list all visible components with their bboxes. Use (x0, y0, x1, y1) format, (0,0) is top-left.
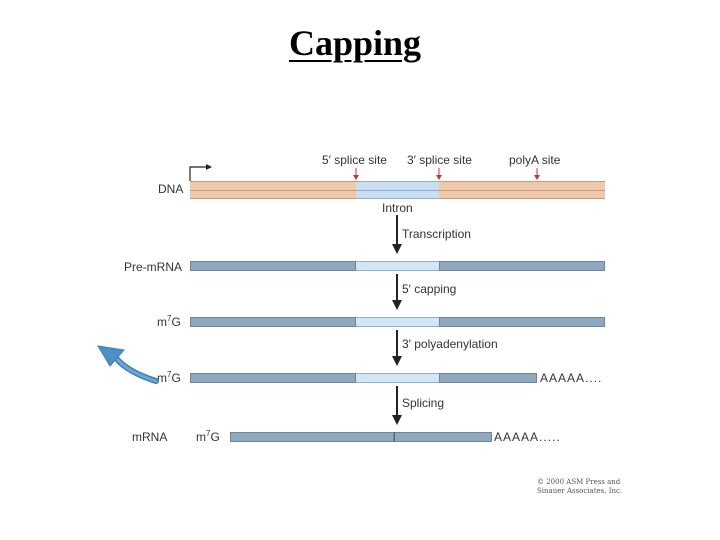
capped-exon-1 (190, 317, 356, 327)
transcription-label: Transcription (402, 227, 471, 241)
pre-mrna-exon-1 (190, 261, 356, 271)
polyadenylation-step-label: 3′ polyadenylation (402, 337, 498, 351)
five-prime-site-marker (353, 168, 359, 180)
capped-exon-2 (439, 317, 605, 327)
mrna-polya-tail-label: AAAAA..... (494, 430, 561, 444)
pre-mrna-intron (356, 261, 439, 271)
three-prime-site-marker (436, 168, 442, 180)
copyright-line-1: © 2000 ASM Press and (537, 478, 621, 486)
dna-strand-divider-2 (356, 190, 439, 191)
capped-intron (356, 317, 439, 327)
polyadenylated-exon-1 (190, 373, 356, 383)
mrna-label: mRNA (132, 430, 168, 444)
exon-junction (394, 432, 395, 442)
m7g-label-capped: m7G (157, 314, 181, 330)
m7g-label-polyadenylated: m7G (157, 370, 181, 386)
transcription-start-arrow (189, 164, 212, 181)
capping-arrow (392, 274, 402, 310)
three-prime-splice-site-label: 3′ splice site (407, 153, 472, 167)
polyadenylated-intron (356, 373, 439, 383)
copyright-line-2: Sinauer Associates, Inc. (537, 487, 623, 495)
dna-strand-divider-1 (190, 190, 356, 191)
dna-strand-divider-3 (439, 190, 605, 191)
polyadenylation-arrow (392, 330, 402, 366)
pre-mrna-label: Pre-mRNA (124, 260, 183, 274)
intron-label: Intron (382, 201, 413, 215)
polya-tail-label: AAAAA.... (540, 371, 603, 385)
curved-highlight-arrow (97, 345, 159, 384)
slide-title: Capping (288, 23, 422, 63)
splicing-arrow (392, 386, 402, 425)
transcription-arrow (392, 215, 402, 254)
dna-label: DNA (158, 182, 184, 196)
pre-mrna-exon-2 (439, 261, 605, 271)
capping-step-label: 5′ capping (402, 282, 457, 296)
mrna-exon-1 (230, 432, 394, 442)
five-prime-splice-site-label: 5′ splice site (322, 153, 387, 167)
m7g-label-mrna: m7G (196, 429, 220, 445)
polya-site-label: polyA site (509, 153, 561, 167)
polyadenylated-exon-2 (439, 373, 537, 383)
splicing-step-label: Splicing (402, 396, 445, 410)
polya-site-marker (534, 168, 540, 180)
copyright-notice: © 2000 ASM Press and Sinauer Associates,… (537, 478, 622, 496)
